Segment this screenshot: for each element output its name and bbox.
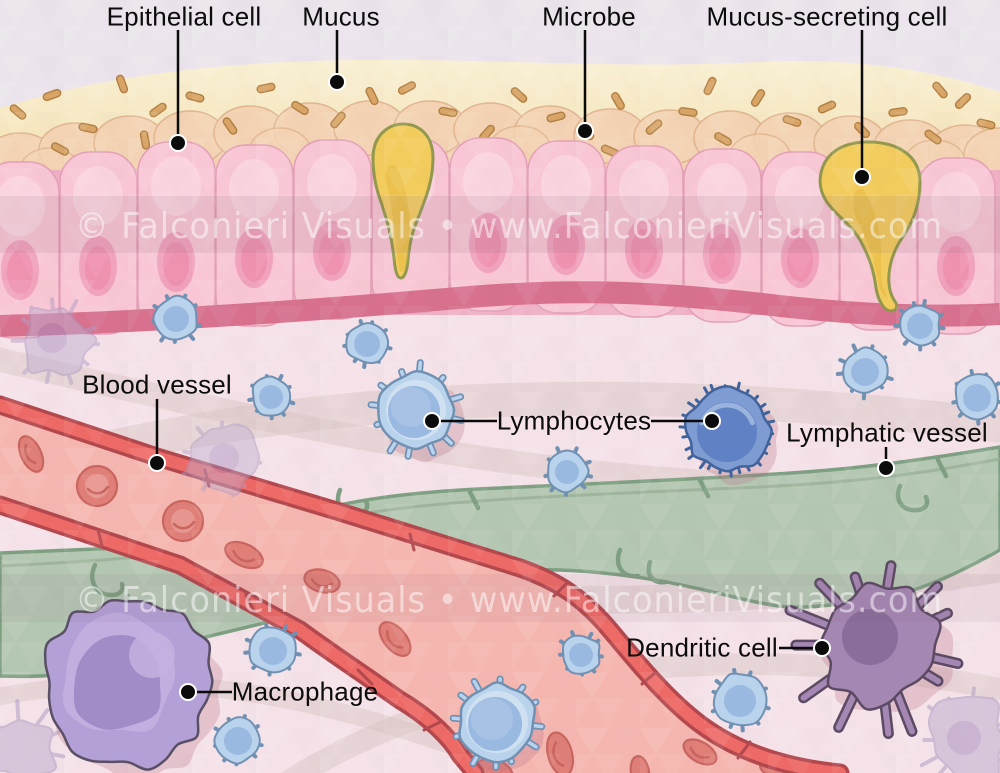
microbe-dot — [576, 122, 594, 140]
lymphocyte-left-dot — [423, 412, 441, 430]
watermark-band-upper: © Falconieri Visuals • www.FalconieriVis… — [0, 196, 1000, 253]
blood-vessel-dot — [148, 454, 166, 472]
label-blood-vessel: Blood vessel — [82, 369, 232, 400]
label-mucus: Mucus — [302, 1, 380, 32]
leader-lines — [148, 30, 895, 701]
label-lymphatic-vessel: Lymphatic vessel — [786, 417, 988, 448]
mucus-secreting-cell-dot — [853, 168, 871, 186]
watermark-text: © Falconieri Visuals • www.FalconieriVis… — [75, 580, 943, 621]
dendritic-cell-dot — [813, 639, 831, 657]
lymphocyte-cell — [543, 446, 593, 497]
lymphocyte-cell — [342, 319, 393, 369]
label-lymphocytes: Lymphocytes — [496, 405, 652, 436]
faded-cell — [182, 420, 263, 498]
lymphocyte-right-dot — [703, 412, 721, 430]
lymphocyte-cell-dark — [678, 381, 779, 486]
label-macrophage: Macrophage — [231, 676, 379, 707]
label-dendritic-cell: Dendritic cell — [626, 632, 778, 663]
label-mucus-secreting-cell: Mucus-secreting cell — [706, 1, 948, 32]
lymphocyte-cell — [951, 369, 1000, 426]
lymphocyte-cell-large — [449, 675, 546, 771]
label-microbe: Microbe — [542, 1, 636, 32]
watermark-text: © Falconieri Visuals • www.FalconieriVis… — [75, 206, 943, 247]
mucus-dot — [328, 73, 346, 91]
lymphatic-vessel-dot — [877, 459, 895, 477]
lymphocyte-cell — [710, 667, 771, 733]
lymphocyte-cell — [893, 299, 946, 352]
macrophage-cell — [43, 598, 223, 773]
lymphocyte-cell — [835, 343, 894, 401]
dendritic-cell — [784, 560, 964, 739]
watermark-band-lower: © Falconieri Visuals • www.FalconieriVis… — [0, 574, 1000, 622]
lymphocyte-cell — [151, 293, 202, 344]
faded-cell — [0, 699, 66, 773]
lymphocyte-cell — [243, 623, 302, 677]
faded-cell — [919, 686, 1000, 773]
epithelial-cell-dot — [169, 134, 187, 152]
macrophage-dot — [179, 683, 197, 701]
lymphocyte-cell — [247, 374, 296, 421]
faded-cell — [10, 297, 101, 385]
lymphocyte-cell — [213, 714, 264, 767]
lymphocyte-cell — [558, 630, 604, 677]
label-epithelial-cell: Epithelial cell — [106, 1, 262, 32]
